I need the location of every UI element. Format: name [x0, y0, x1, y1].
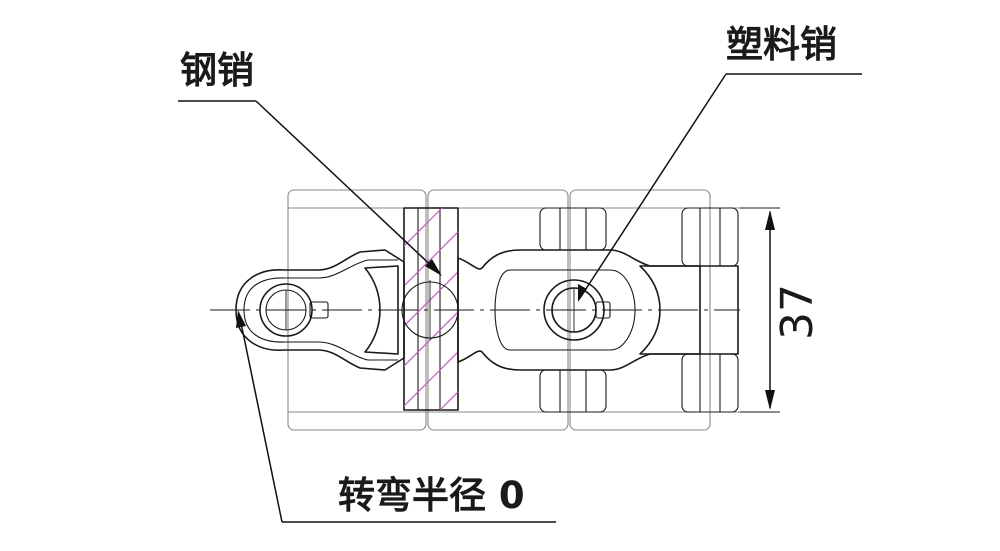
top-plates — [287, 189, 740, 431]
plastic-pin-arrow — [578, 284, 587, 302]
dimension-arrow-top — [765, 210, 775, 230]
center-lines — [210, 280, 740, 340]
bushings — [539, 207, 739, 413]
steel-pin-callout: 钢销 — [178, 49, 442, 276]
turn-radius-label: 转弯半径 0 — [338, 474, 525, 517]
dimension-37: 37 — [740, 207, 823, 413]
plastic-pin-callout: 塑料销 — [578, 23, 862, 302]
turn-radius-callout: 转弯半径 0 — [236, 310, 556, 523]
turn-radius-arrow — [236, 310, 246, 328]
steel-pin-arrow — [425, 259, 442, 276]
dimension-arrow-bottom — [765, 390, 775, 410]
right-link — [639, 265, 739, 355]
steel-pin-label: 钢销 — [180, 49, 254, 92]
dimension-label: 37 — [772, 284, 823, 340]
plastic-pin-label: 塑料销 — [726, 23, 837, 66]
